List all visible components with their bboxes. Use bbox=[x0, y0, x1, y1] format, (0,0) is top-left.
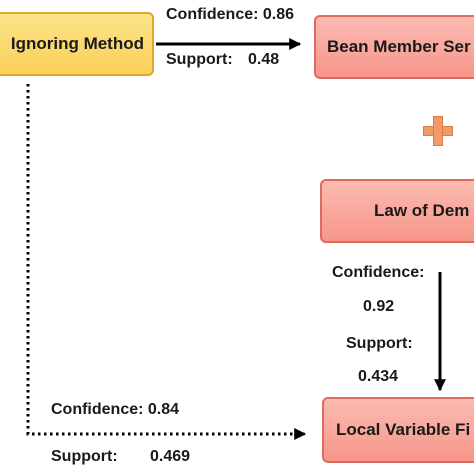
edge-confidence-ignoring-bean: Confidence: 0.86 bbox=[166, 6, 295, 23]
law-of-demeter-node[interactable]: Law of Dem bbox=[320, 179, 474, 243]
edge-support-value-demeter-local: 0.434 bbox=[358, 368, 399, 385]
ignoring-method-label: Ignoring Method bbox=[10, 34, 144, 53]
edge-confidence-ignoring-local: Confidence: 0.84 bbox=[51, 401, 180, 418]
edge-support-value-ignoring-local: 0.469 bbox=[150, 448, 191, 465]
edge-support-label-demeter-local: Support: bbox=[346, 335, 413, 352]
bean-member-label: Bean Member Ser bbox=[327, 37, 471, 56]
plus-icon bbox=[423, 116, 453, 146]
dotted-arrow-ignoring-to-local bbox=[26, 84, 307, 440]
edge-support-label-ignoring-local: Support: bbox=[51, 448, 118, 465]
local-variable-label: Local Variable Fi bbox=[336, 420, 471, 439]
law-of-demeter-label: Law of Dem bbox=[374, 201, 470, 220]
ignoring-method-node[interactable]: Ignoring Method bbox=[0, 12, 154, 76]
edge-support-value-ignoring-bean: 0.48 bbox=[248, 51, 280, 68]
local-variable-node[interactable]: Local Variable Fi bbox=[322, 397, 474, 463]
edge-confidence-label-demeter-local: Confidence: bbox=[332, 264, 425, 281]
bean-member-node[interactable]: Bean Member Ser bbox=[314, 15, 474, 79]
edge-confidence-value-demeter-local: 0.92 bbox=[363, 298, 395, 315]
edge-support-label-ignoring-bean: Support: bbox=[166, 51, 233, 68]
